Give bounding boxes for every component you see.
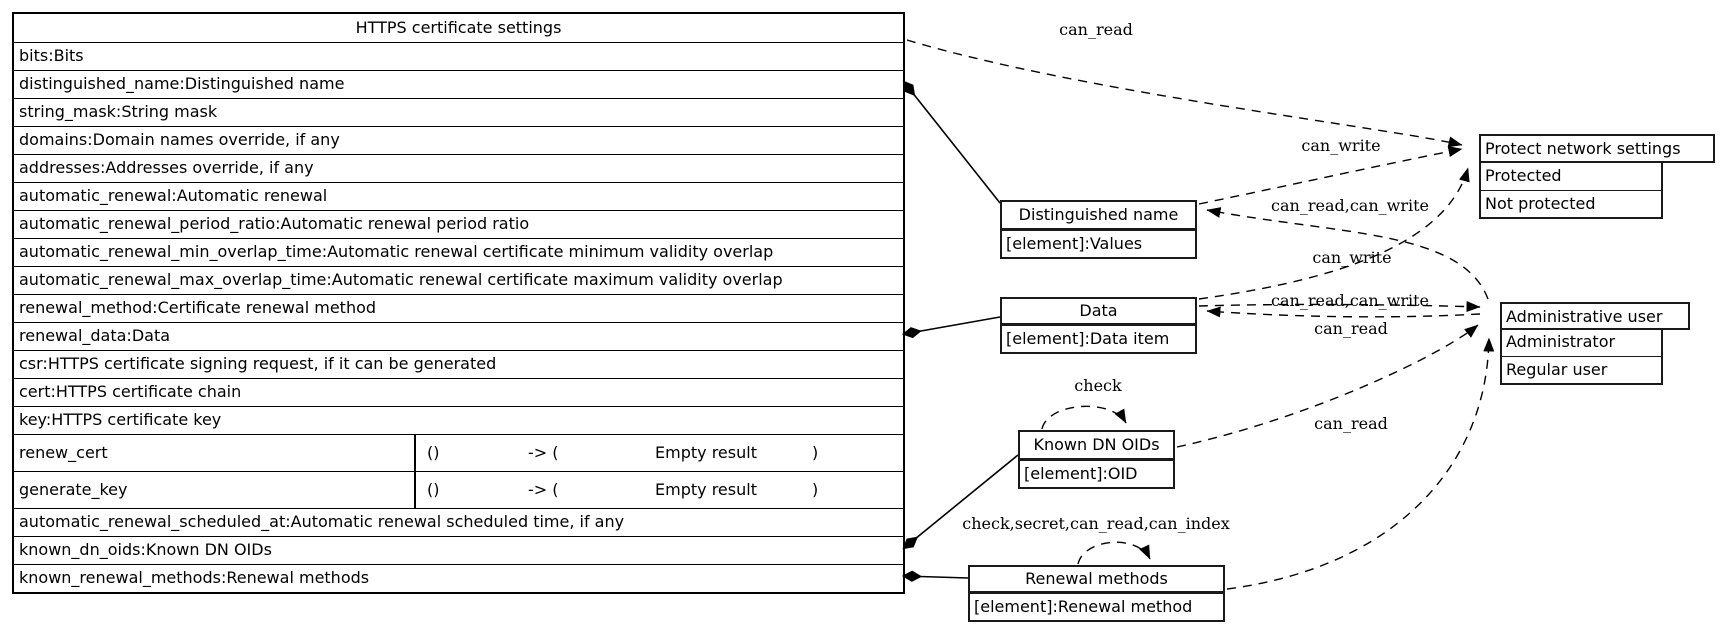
edge-label-can-read-can-write-2: can_read,can_write: [1271, 291, 1429, 310]
node-known-dn-oids: Known DN OIDs [element]:OID: [1018, 430, 1175, 489]
node-title: Renewal methods: [970, 567, 1223, 593]
composition-link-known-renewal-methods: [904, 576, 969, 578]
self-loop-check-renewal-methods: [1077, 541, 1151, 565]
node-row: [element]:Data item: [1002, 325, 1195, 352]
method-signature: () -> ( Empty result ): [416, 472, 903, 508]
node-data: Data [element]:Data item: [1000, 297, 1197, 354]
table-row-domains: domains:Domain names override, if any: [14, 126, 903, 154]
enum-value-protected: Protected: [1485, 166, 1562, 185]
table-title: HTTPS certificate settings: [355, 18, 562, 37]
node-distinguished-name: Distinguished name [element]:Values: [1000, 200, 1197, 259]
table-method-row-generate-key: generate_key () -> ( Empty result ): [14, 471, 903, 508]
edge-label-can-read-top: can_read: [1059, 20, 1133, 39]
method-close: ): [812, 443, 819, 462]
enum-value-not-protected: Not protected: [1481, 190, 1661, 217]
node-title: Data: [1002, 299, 1195, 325]
composition-link-known-dn-oids: [904, 454, 1019, 548]
method-arrow: -> (: [528, 480, 559, 499]
method-signature: () -> ( Empty result ): [416, 435, 903, 471]
edge-can-read-settings-to-protect: [906, 39, 1463, 148]
edge-label-can-read-can-write-1: can_read,can_write: [1271, 196, 1429, 215]
node-protect-network-settings-values: Protected Not protected: [1479, 163, 1663, 219]
table-row-bits: bits:Bits: [14, 42, 903, 70]
method-arrow: -> (: [528, 443, 559, 462]
edge-can-write-data-to-protect: [1198, 167, 1470, 300]
table-method-row-renew-cert: renew_cert () -> ( Empty result ): [14, 434, 903, 471]
table-row-automatic-renewal-scheduled-at: automatic_renewal_scheduled_at:Automatic…: [14, 508, 903, 536]
table-row-key: key:HTTPS certificate key: [14, 406, 903, 434]
table-row-renewal-method: renewal_method:Certificate renewal metho…: [14, 294, 903, 322]
method-args: (): [427, 443, 440, 462]
https-certificate-settings-table: HTTPS certificate settings bits:Bits dis…: [12, 12, 905, 594]
table-row-automatic-renewal-max-overlap-time: automatic_renewal_max_overlap_time:Autom…: [14, 266, 903, 294]
edge-renewal-methods-to-admin: [1226, 337, 1495, 590]
node-row: [element]:Values: [1002, 230, 1195, 257]
method-name: generate_key: [14, 472, 416, 508]
node-renewal-methods: Renewal methods [element]:Renewal method: [968, 565, 1225, 622]
node-row: [element]:OID: [1020, 460, 1173, 487]
table-row-addresses: addresses:Addresses override, if any: [14, 154, 903, 182]
edge-label-can-read-2: can_read: [1314, 319, 1388, 338]
enum-value-administrator: Administrator: [1506, 332, 1616, 351]
edge-label-check: check: [1074, 376, 1122, 395]
node-administrative-user-values: Administrator Regular user: [1500, 330, 1663, 385]
node-row: [element]:Renewal method: [970, 593, 1223, 620]
edge-label-can-read-3: can_read: [1314, 414, 1388, 433]
edge-can-read-admin-to-data: [1206, 306, 1481, 318]
method-result: Empty result: [655, 443, 757, 462]
table-row-csr: csr:HTTPS certificate signing request, i…: [14, 350, 903, 378]
node-title: Distinguished name: [1002, 202, 1195, 230]
table-row-string-mask: string_mask:String mask: [14, 98, 903, 126]
node-protect-network-settings-title: Protect network settings: [1479, 134, 1715, 163]
method-close: ): [812, 480, 819, 499]
enum-value-regular-user: Regular user: [1502, 356, 1661, 383]
method-args: (): [427, 480, 440, 499]
method-name: renew_cert: [14, 435, 416, 471]
table-row-automatic-renewal-period-ratio: automatic_renewal_period_ratio:Automatic…: [14, 210, 903, 238]
node-title: Known DN OIDs: [1020, 432, 1173, 460]
composition-link-distinguished-name: [904, 82, 1001, 204]
table-row-renewal-data: renewal_data:Data: [14, 322, 903, 350]
table-row-known-dn-oids: known_dn_oids:Known DN OIDs: [14, 536, 903, 564]
table-row-cert: cert:HTTPS certificate chain: [14, 378, 903, 406]
edge-label-can-write-1: can_write: [1301, 136, 1381, 155]
table-row-automatic-renewal: automatic_renewal:Automatic renewal: [14, 182, 903, 210]
table-row-automatic-renewal-min-overlap-time: automatic_renewal_min_overlap_time:Autom…: [14, 238, 903, 266]
method-result: Empty result: [655, 480, 757, 499]
table-row-distinguished-name: distinguished_name:Distinguished name: [14, 70, 903, 98]
edge-label-check-secret-can-read-can-index: check,secret,can_read,can_index: [962, 514, 1230, 533]
table-row-known-renewal-methods: known_renewal_methods:Renewal methods: [14, 564, 903, 592]
node-administrative-user-title: Administrative user: [1500, 302, 1690, 330]
self-loop-check-known-dn-oids: [1041, 405, 1127, 430]
composition-link-renewal-data: [904, 316, 1001, 334]
edge-label-can-write-2: can_write: [1312, 248, 1392, 267]
